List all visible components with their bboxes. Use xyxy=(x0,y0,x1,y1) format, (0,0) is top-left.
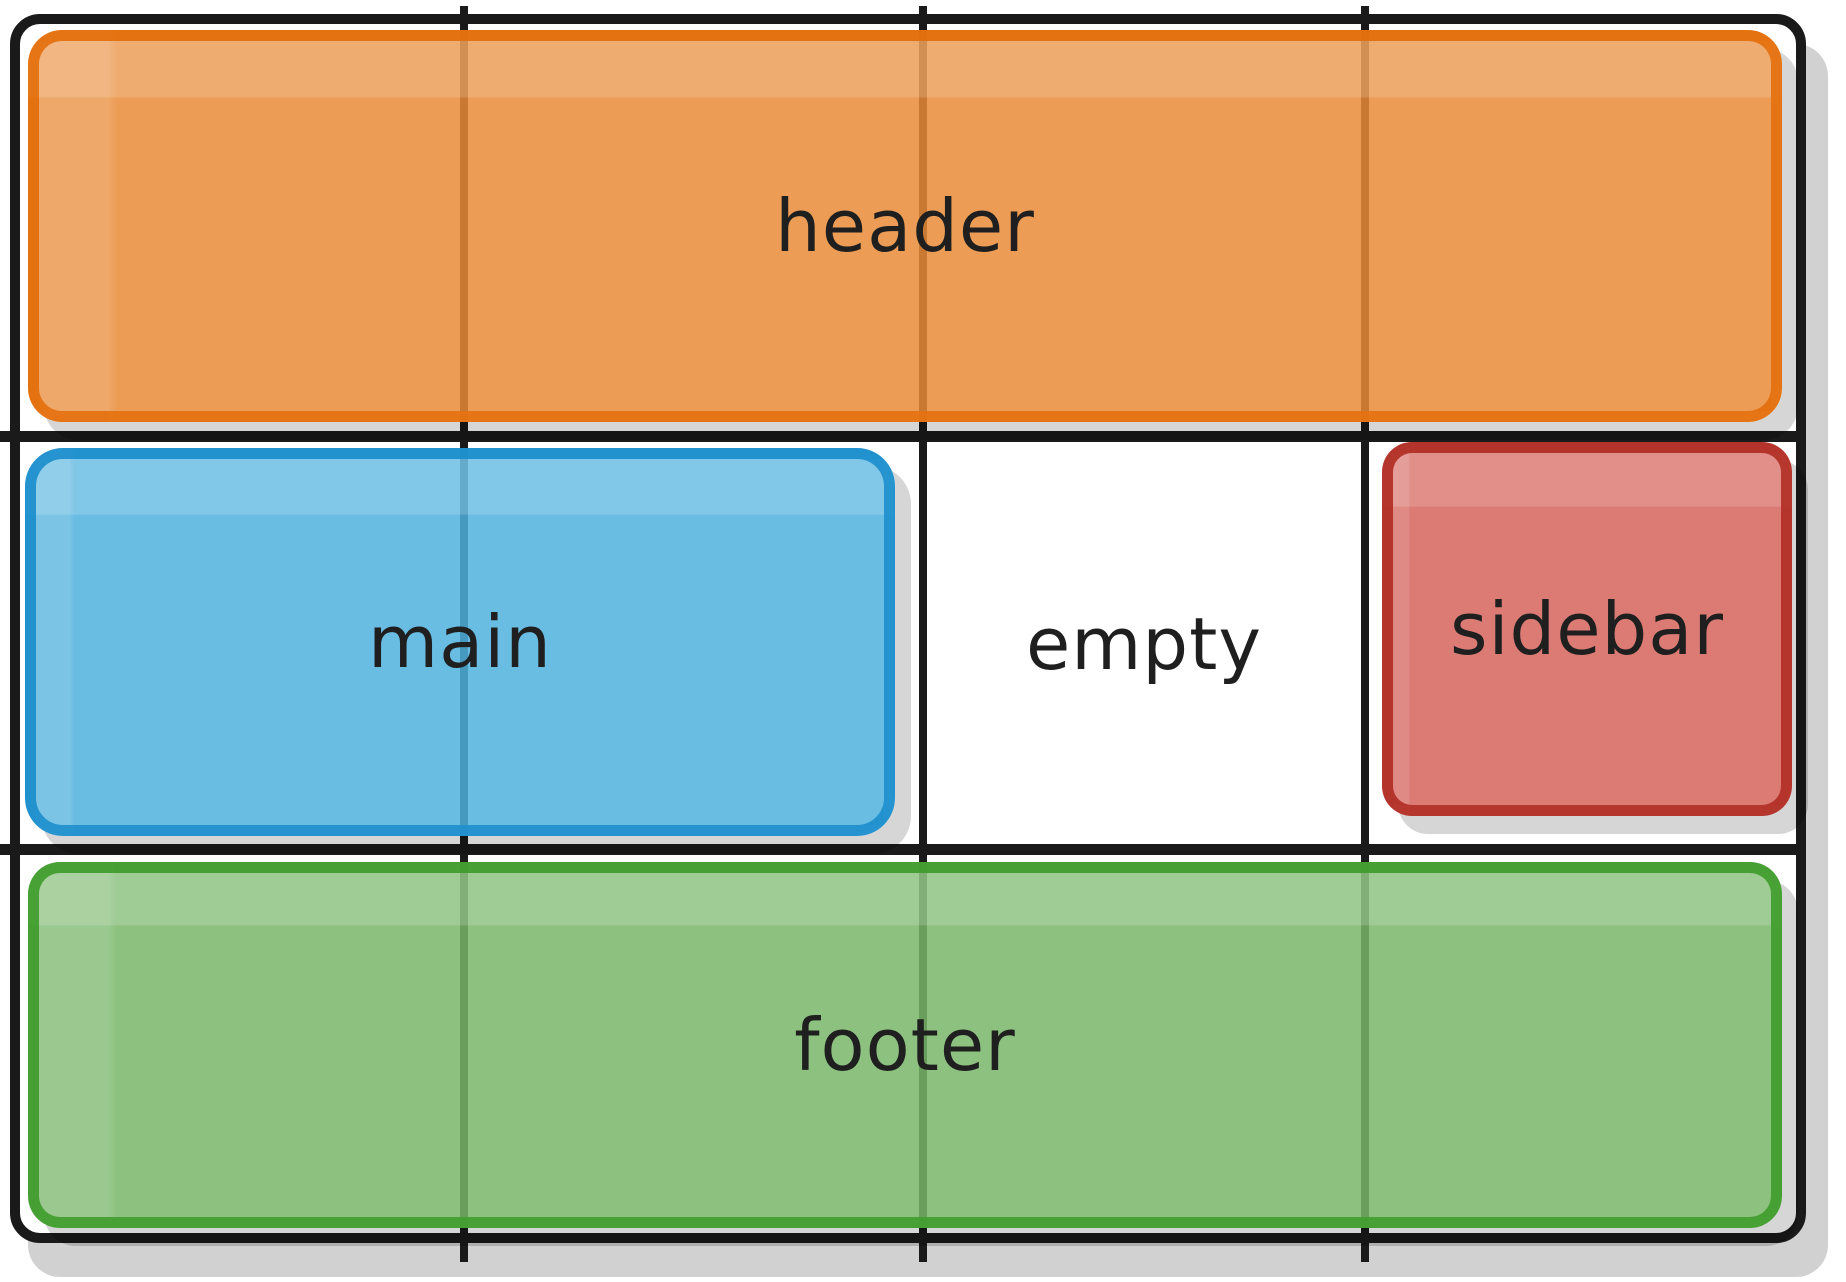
header-area: header xyxy=(28,30,1782,422)
header-label: header xyxy=(775,184,1035,268)
footer-area: footer xyxy=(28,862,1782,1228)
empty-cell: empty xyxy=(923,437,1365,850)
empty-label: empty xyxy=(1026,601,1262,686)
grid-frame xyxy=(10,14,1806,1243)
sidebar-label: sidebar xyxy=(1450,587,1724,671)
main-area: main xyxy=(25,448,895,836)
sidebar-area: sidebar xyxy=(1382,442,1792,816)
grid-vertical-line-3 xyxy=(1361,6,1369,1262)
main-label: main xyxy=(368,600,552,684)
footer-label: footer xyxy=(794,1003,1016,1087)
grid-horizontal-line-1 xyxy=(0,431,1804,442)
grid-vertical-line-2 xyxy=(919,6,927,1262)
grid-horizontal-line-2 xyxy=(0,844,1802,855)
